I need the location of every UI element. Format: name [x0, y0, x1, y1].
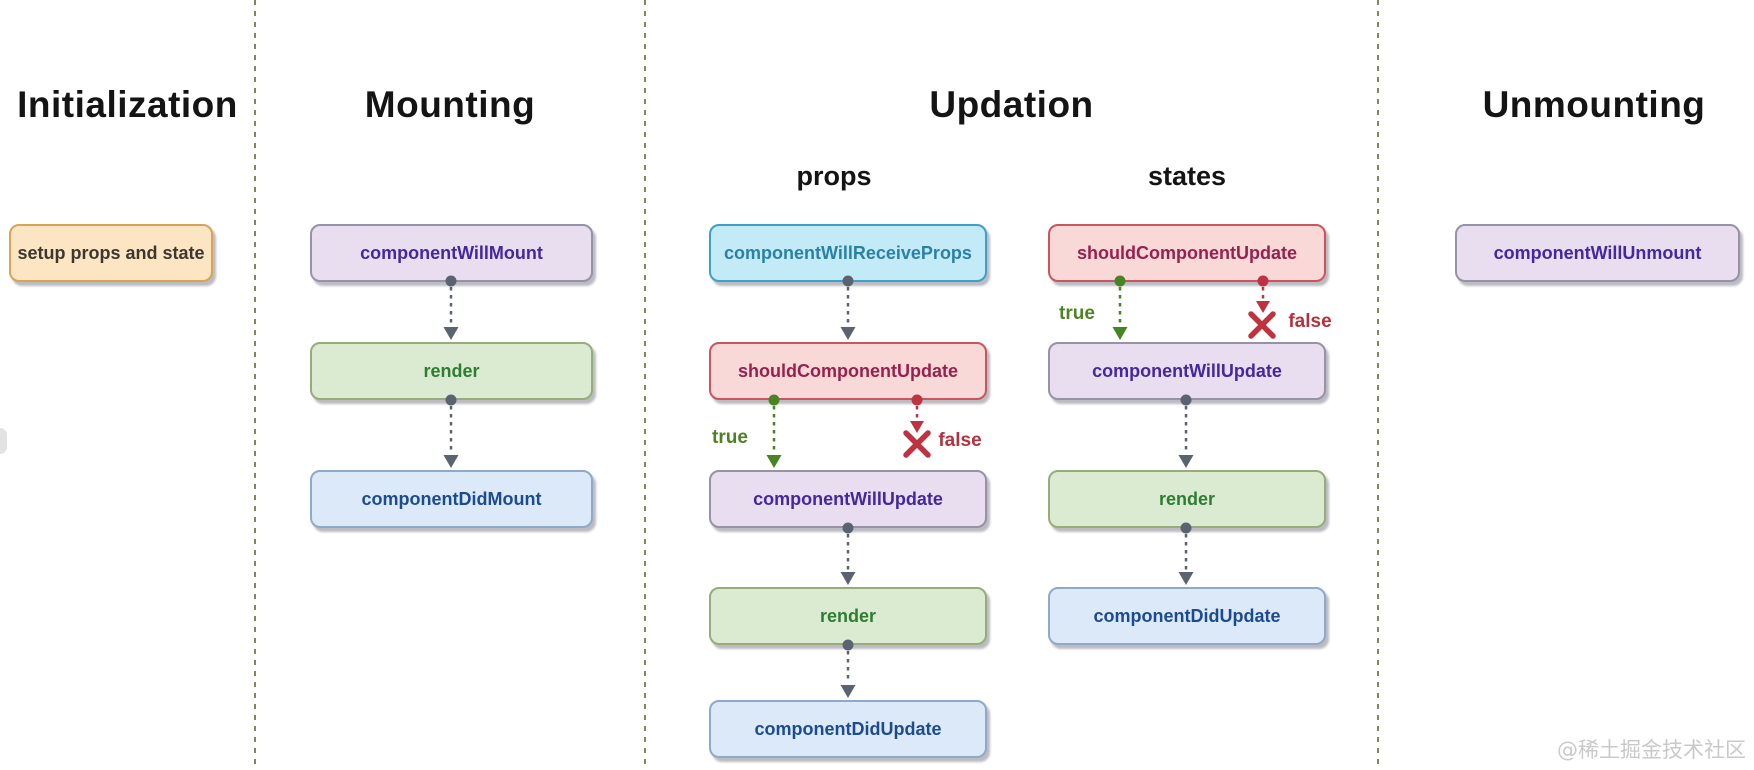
- column-separator-2: [644, 0, 646, 770]
- arrow-true-states: [1112, 275, 1128, 340]
- node-componentdidmount: componentDidMount: [310, 470, 593, 528]
- false-label-props: false: [938, 430, 982, 451]
- subcolumn-title-states: states: [1147, 161, 1227, 191]
- node-render-states: render: [1048, 470, 1326, 528]
- section-title-unmounting: Unmounting: [1482, 84, 1706, 125]
- true-label-props: true: [712, 427, 748, 448]
- column-separator-3: [1377, 0, 1379, 770]
- subcolumn-title-props: props: [796, 161, 872, 191]
- node-shouldcomponentupdate-props: shouldComponentUpdate: [709, 342, 987, 400]
- section-title-updation: Updation: [929, 84, 1094, 125]
- column-separator-1: [254, 0, 256, 770]
- node-componentdidupdate-states: componentDidUpdate: [1048, 587, 1326, 645]
- x-mark-props: [903, 430, 931, 458]
- section-title-initialization: Initialization: [17, 84, 238, 125]
- node-shouldcomponentupdate-states: shouldComponentUpdate: [1048, 224, 1326, 282]
- node-componentdidupdate-props: componentDidUpdate: [709, 700, 987, 758]
- arrow-render-to-didmount: [443, 394, 459, 468]
- arrow-willreceiveprops-to-shouldupdate: [840, 275, 856, 340]
- arrow-render-to-didupdate-states: [1178, 522, 1194, 585]
- node-render-props: render: [709, 587, 987, 645]
- arrow-willupdate-to-render-props: [840, 522, 856, 585]
- arrow-false-props: [903, 394, 931, 458]
- node-componentwillreceiveprops: componentWillReceiveProps: [709, 224, 987, 282]
- x-mark-states: [1248, 311, 1276, 339]
- node-render-mounting: render: [310, 342, 593, 400]
- section-title-mounting: Mounting: [364, 84, 536, 125]
- watermark: @稀土掘金技术社区: [1557, 738, 1746, 762]
- true-label-states: true: [1059, 303, 1095, 324]
- node-componentwillunmount: componentWillUnmount: [1455, 224, 1740, 282]
- arrow-willupdate-to-render-states: [1178, 394, 1194, 468]
- node-componentwillupdate-props: componentWillUpdate: [709, 470, 987, 528]
- left-edge-artifact: [0, 428, 7, 454]
- node-componentwillupdate-states: componentWillUpdate: [1048, 342, 1326, 400]
- arrow-true-props: [766, 394, 782, 468]
- arrow-render-to-didupdate-props: [840, 639, 856, 698]
- node-setup-props-and-state: setup props and state: [9, 224, 213, 282]
- false-label-states: false: [1288, 311, 1332, 332]
- arrow-false-states: [1248, 275, 1276, 339]
- node-componentwillmount: componentWillMount: [310, 224, 593, 282]
- arrow-willmount-to-render: [443, 275, 459, 340]
